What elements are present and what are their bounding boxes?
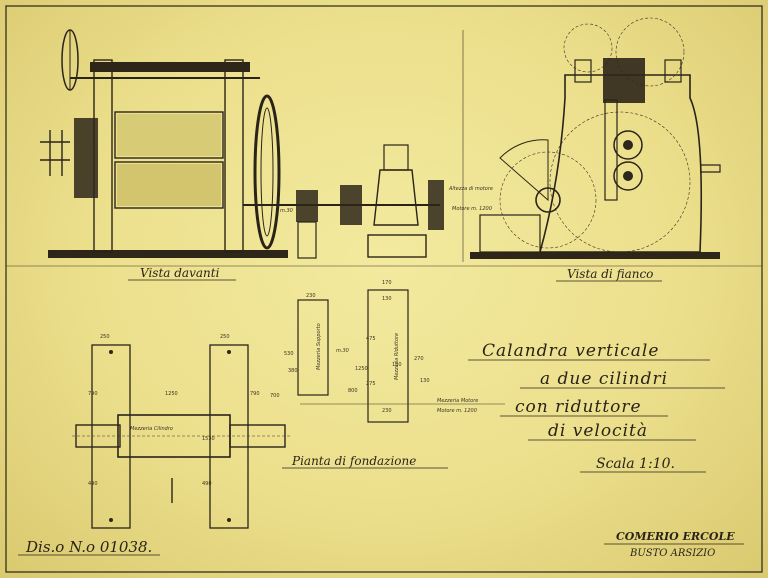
front-big-gear (253, 94, 281, 250)
title-line3: con riduttore (515, 397, 642, 417)
plan-bolt-4 (227, 518, 231, 522)
plan-bolt-3 (227, 350, 231, 354)
plan-note-support-axis: Mezzeria Supporto (316, 323, 322, 370)
plan-note-motor-power: Motore m. 1200 (437, 408, 477, 414)
front-note-motor-power: Motore m. 1200 (452, 206, 492, 212)
plan-view-label: Pianta di fondazione (291, 454, 416, 468)
front-reducer-top (383, 144, 409, 171)
company-block: COMERIO ERCOLE BUSTO ARSIZIO (604, 530, 744, 559)
dim-d7: 700 (270, 393, 280, 399)
front-coupling-1 (296, 190, 318, 222)
front-big-gear-hub (260, 107, 274, 237)
front-top-crossbar (90, 62, 250, 72)
title-line4: di velocità (548, 421, 648, 441)
front-note-dim: m.30 (280, 208, 293, 214)
dim-d18: 130 (382, 296, 392, 302)
dim-d20: 130 (392, 362, 402, 368)
front-frame-right (224, 59, 244, 253)
side-lower-roll-axis (623, 171, 633, 181)
dim-d2: 250 (220, 334, 230, 340)
dim-d22: 130 (420, 378, 430, 384)
dim-d15: 380 (288, 368, 298, 374)
dim-d10: 790 (250, 391, 260, 397)
front-view: Altezza di motore Motore m. 1200 m.30 Vi… (40, 29, 493, 281)
side-top-right (664, 59, 682, 83)
front-motor-coupling (428, 180, 444, 230)
dim-d14: 490 (202, 481, 212, 487)
plan-note-motor-axis: Mezzeria Motore (437, 398, 478, 404)
side-view-label: Vista di fianco (567, 267, 653, 281)
side-dashed-circle-3 (549, 111, 691, 253)
dim-d11: 1530 (202, 436, 215, 442)
front-note-motor-axis: Altezza di motore (448, 186, 493, 192)
dim-d3: 230 (306, 293, 316, 299)
front-coupling-2 (340, 185, 362, 225)
title-block: Calandra verticale a due cilindri con ri… (468, 341, 725, 473)
foundation-plan: Mezzeria Cilindro Mezzeria Supporto Mezz… (72, 280, 505, 529)
plan-support-plate (297, 299, 329, 396)
drawing-number: Dis.o N.o 01038. (25, 538, 152, 556)
plan-plate-left (91, 344, 131, 529)
front-reducer (373, 169, 419, 226)
front-lower-roll-shade (117, 164, 221, 206)
dim-d21: 270 (414, 356, 424, 362)
dim-d5: 230 (382, 408, 392, 414)
dim-d6: 1250 (165, 391, 178, 397)
dim-d16: 530 (284, 351, 294, 357)
front-base (48, 250, 288, 258)
title-line2: a due cilindri (540, 369, 668, 389)
scale-label: Scala 1:10. (596, 456, 675, 472)
front-upper-roll (114, 111, 224, 159)
title-line1: Calandra verticale (482, 341, 659, 361)
plan-note-reducer-axis: Mezzeria Riduttore (394, 333, 400, 380)
plan-note-dim: m.30 (336, 348, 349, 354)
dim-d12: 1250 (355, 366, 368, 372)
side-view: Vista di fianco (470, 17, 721, 282)
side-gear-hub (535, 187, 561, 213)
side-upper-roll (613, 130, 643, 160)
dim-d19: 275 (366, 381, 376, 387)
side-gear-fan (499, 139, 549, 202)
dim-d9: 790 (88, 391, 98, 397)
side-base (470, 252, 720, 259)
front-side-pipes (40, 130, 70, 176)
plan-note-cylinder-axis: Mezzeria Cilindro (130, 426, 173, 432)
plan-bolt-1 (109, 350, 113, 354)
plan-bolt-2 (109, 518, 113, 522)
company-city: BUSTO ARSIZIO (629, 548, 715, 559)
side-right-bracket (700, 164, 721, 173)
front-view-label: Vista davanti (140, 266, 220, 280)
dim-d17: 475 (366, 336, 376, 342)
side-lower-roll (613, 161, 643, 191)
sheet-border (5, 5, 763, 573)
side-top-left (574, 59, 592, 83)
dim-d8: 800 (348, 388, 358, 394)
front-lower-roll (114, 161, 224, 209)
dim-d4: 170 (382, 280, 392, 286)
side-housing (538, 74, 703, 253)
plan-plate-right (209, 344, 249, 529)
dim-d13: 490 (88, 481, 98, 487)
company-name: COMERIO ERCOLE (616, 530, 735, 543)
plan-reducer-plate (367, 289, 409, 423)
front-left-gear (74, 118, 98, 198)
side-frame-slot (604, 99, 618, 201)
side-motor-block (479, 214, 541, 253)
side-upper-roll-axis (623, 140, 633, 150)
side-top-block (603, 58, 645, 103)
side-dashed-circle-1 (563, 23, 613, 73)
side-dashed-circle-2 (615, 17, 685, 87)
front-reducer-base (367, 234, 427, 258)
dim-d1: 250 (100, 334, 110, 340)
front-upper-roll-shade (117, 114, 221, 156)
front-pedestal (297, 221, 317, 259)
